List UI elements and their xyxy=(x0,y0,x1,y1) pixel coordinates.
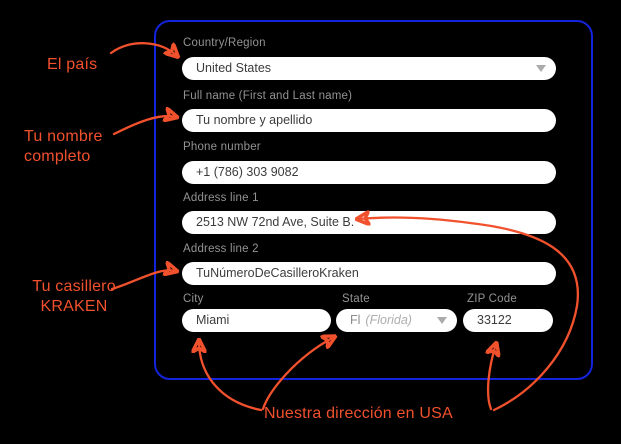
address-line2-input[interactable]: TuNúmeroDeCasilleroKraken xyxy=(182,262,556,285)
country-select-value: United States xyxy=(196,61,272,75)
chevron-down-icon xyxy=(536,65,546,72)
phone-value: +1 (786) 303 9082 xyxy=(196,165,299,179)
annotation-country: El país xyxy=(47,56,98,73)
full-name-value: Tu nombre y apellido xyxy=(196,113,313,127)
field-label-address-line2: Address line 2 xyxy=(183,243,259,255)
state-select[interactable]: Fl (Florida) xyxy=(336,309,457,332)
city-value: Miami xyxy=(196,313,230,327)
zip-input[interactable]: 33122 xyxy=(463,309,553,332)
state-select-hint: (Florida) xyxy=(365,313,412,327)
annotation-full-name-line2: completo xyxy=(24,148,91,165)
field-label-city: City xyxy=(183,293,204,305)
zip-value: 33122 xyxy=(477,313,512,327)
country-select[interactable]: United States xyxy=(182,57,556,80)
chevron-down-icon xyxy=(437,317,447,324)
annotation-locker-line2: KRAKEN xyxy=(40,298,108,315)
field-label-state: State xyxy=(342,293,370,305)
state-select-value: Fl xyxy=(350,313,361,327)
annotation-full-name-line1: Tu nombre xyxy=(24,128,103,145)
address-line1-input[interactable]: 2513 NW 72nd Ave, Suite B. xyxy=(182,211,556,234)
field-label-country: Country/Region xyxy=(183,37,266,49)
address-line2-value: TuNúmeroDeCasilleroKraken xyxy=(196,266,359,280)
field-label-phone: Phone number xyxy=(183,141,261,153)
field-label-full-name: Full name (First and Last name) xyxy=(183,90,353,102)
city-input[interactable]: Miami xyxy=(182,309,331,332)
field-label-address-line1: Address line 1 xyxy=(183,192,259,204)
full-name-input[interactable]: Tu nombre y apellido xyxy=(182,109,556,132)
field-label-zip: ZIP Code xyxy=(467,293,517,305)
phone-input[interactable]: +1 (786) 303 9082 xyxy=(182,161,556,184)
annotation-locker: Tu casillero KRAKEN xyxy=(16,277,132,317)
annotation-full-name: Tu nombre completo xyxy=(24,127,103,167)
annotation-usa-address: Nuestra dirección en USA xyxy=(264,405,453,422)
annotation-locker-line1: Tu casillero xyxy=(32,278,116,295)
address-line1-value: 2513 NW 72nd Ave, Suite B. xyxy=(196,215,355,229)
